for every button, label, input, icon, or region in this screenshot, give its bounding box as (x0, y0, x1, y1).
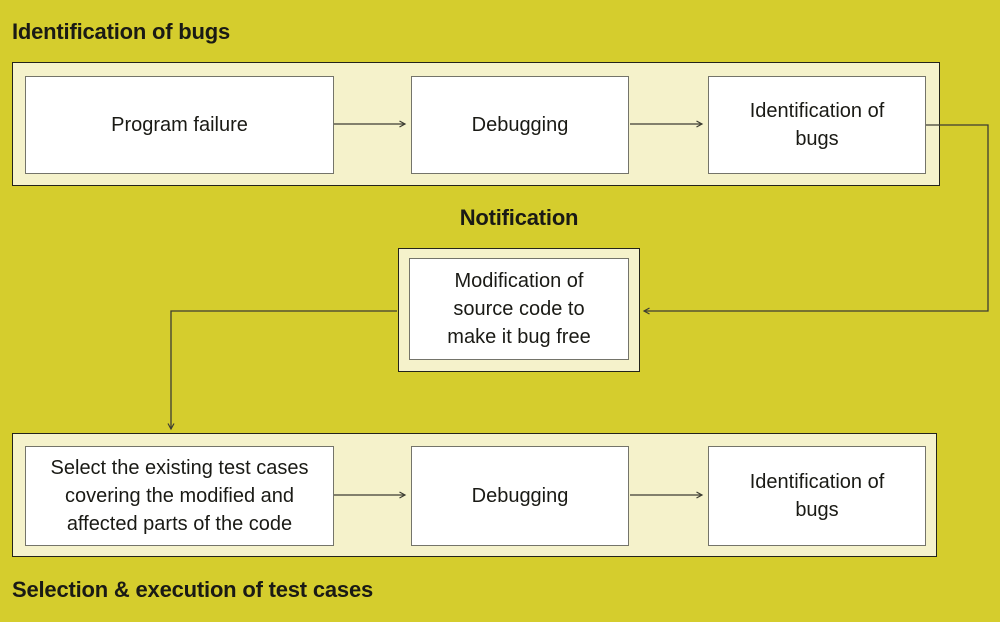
flow-box-debugging-bottom: Debugging (411, 446, 629, 546)
flow-box-label: Select the existing test cases covering … (50, 457, 309, 535)
notification-panel: Modification of source code to make it b… (398, 248, 640, 372)
flow-box-label: Identification of bugs (749, 100, 885, 150)
notification-heading: Notification (459, 205, 579, 230)
arrow-modification-to-selection-panel (167, 310, 397, 431)
flow-box-modification-of-source-code: Modification of source code to make it b… (409, 258, 629, 360)
identification-of-bugs-panel: Program failure Debugging Identification… (12, 62, 940, 186)
bottom-section-heading: Selection & execution of test cases (12, 577, 374, 602)
top-section-heading: Identification of bugs (12, 19, 231, 44)
flow-box-label: Debugging (471, 114, 569, 136)
selection-execution-panel: Select the existing test cases covering … (12, 433, 937, 557)
flow-box-identification-of-bugs-bottom: Identification of bugs (708, 446, 926, 546)
flow-box-identification-of-bugs-top: Identification of bugs (708, 76, 926, 174)
flow-box-label: Modification of source code to make it b… (447, 270, 591, 348)
flow-box-label: Debugging (471, 485, 569, 507)
flow-box-label: Program failure (111, 114, 248, 136)
flow-box-label: Identification of bugs (749, 471, 885, 521)
flow-box-select-existing-test-cases: Select the existing test cases covering … (25, 446, 334, 546)
flow-box-program-failure: Program failure (25, 76, 334, 174)
flow-box-debugging-top: Debugging (411, 76, 629, 174)
